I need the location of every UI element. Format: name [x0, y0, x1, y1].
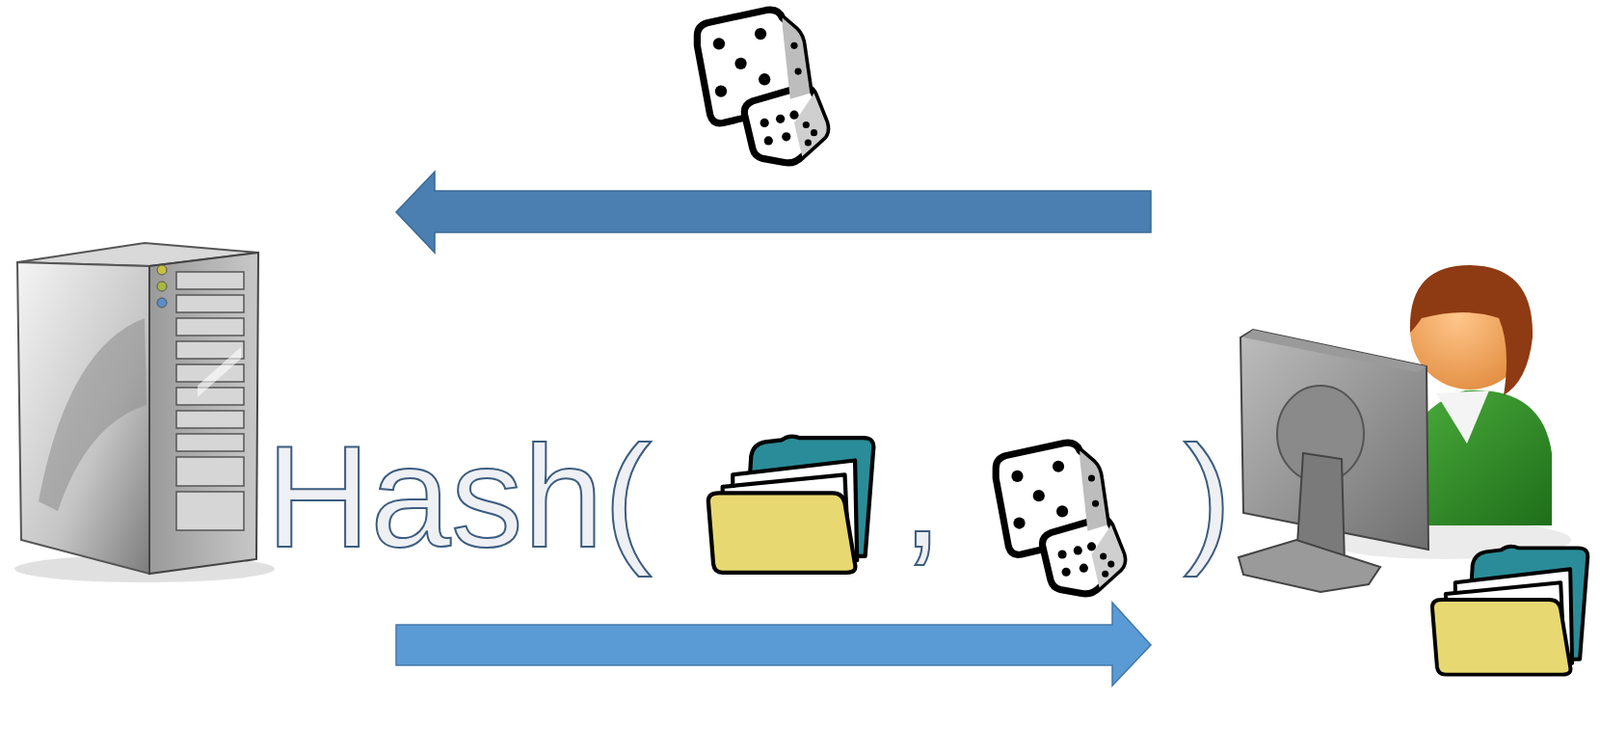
dice-icon — [995, 442, 1124, 594]
hash-text: ) — [1183, 424, 1232, 569]
hash-text: Hash( — [266, 424, 652, 569]
hash-text-wrap: , — [902, 424, 943, 569]
user-icon — [1238, 265, 1572, 592]
arrow-left — [396, 171, 1151, 253]
hash-text: , — [902, 424, 943, 569]
folder-icon — [1432, 546, 1588, 675]
hash-text-wrap: ) — [1183, 424, 1232, 569]
server-icon — [14, 242, 275, 583]
dice-icon — [696, 9, 827, 163]
arrow-right — [396, 602, 1151, 686]
hash-text-wrap: Hash( — [266, 424, 652, 569]
folder-icon — [708, 436, 875, 573]
